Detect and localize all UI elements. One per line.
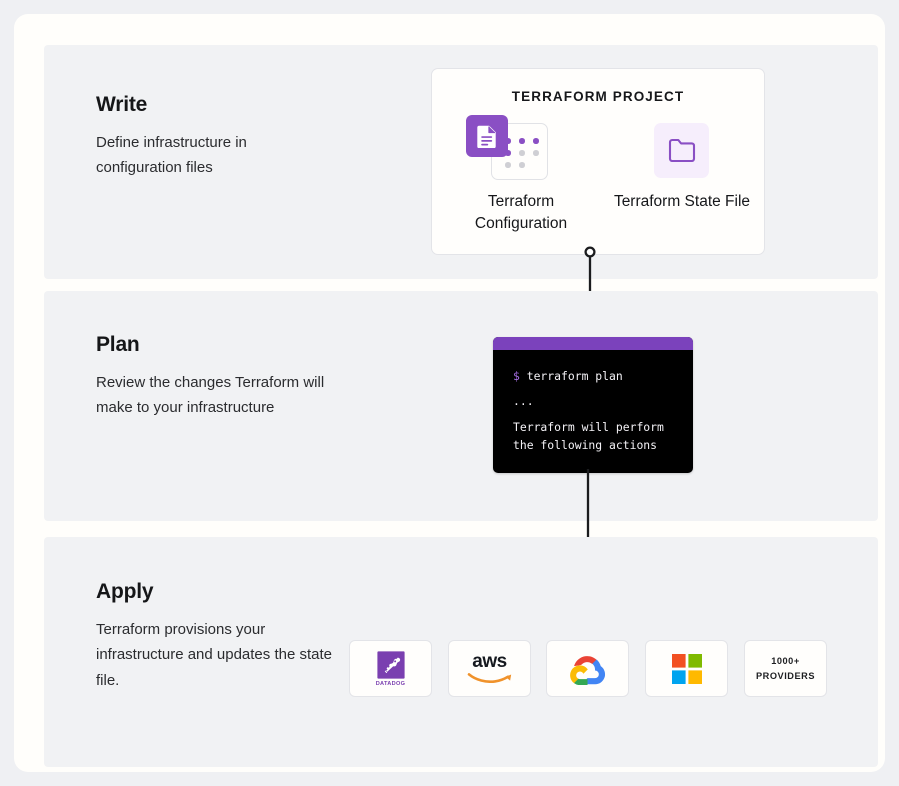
terraform-project-title: TERRAFORM PROJECT [511, 89, 685, 104]
provider-card-datadog: DATADOG [349, 640, 432, 697]
stage-title-plan: Plan [96, 333, 140, 356]
terminal-output: $ terraform plan ... Terraform will perf… [493, 350, 693, 455]
dot [533, 138, 539, 144]
microsoft-logo [671, 653, 702, 684]
terraform-state-file-item: Terraform State File [602, 115, 762, 213]
diagram-card: Write Define infrastructure in configura… [14, 14, 885, 772]
dot [505, 162, 511, 168]
more-providers-badge: 1000+ PROVIDERS [756, 654, 815, 683]
dot [519, 162, 525, 168]
dot [519, 150, 525, 156]
provider-card-microsoft [645, 640, 728, 697]
terraform-configuration-icon-group [441, 115, 601, 181]
google-cloud-logo [569, 655, 605, 685]
dot [519, 138, 525, 144]
datadog-logo: DATADOG [376, 650, 406, 687]
document-icon [466, 115, 508, 157]
provider-card-aws: aws [448, 640, 531, 697]
terminal-output-line-2: the following actions [513, 438, 658, 453]
stage-description-apply: Terraform provisions your infrastructure… [96, 621, 332, 689]
terminal-prompt-symbol: $ [513, 369, 520, 383]
terraform-configuration-label: Terraform Configuration [474, 193, 568, 232]
stage-description-write: Define infrastructure in configuration f… [96, 134, 247, 177]
provider-card-google-cloud [546, 640, 629, 697]
stage-panel-plan: Plan Review the changes Terraform will m… [44, 291, 878, 521]
provider-card-more-providers: 1000+ PROVIDERS [744, 640, 827, 697]
stage-text-plan: Plan Review the changes Terraform will m… [96, 333, 336, 421]
stage-text-apply: Apply Terraform provisions your infrastr… [96, 580, 336, 693]
terraform-state-file-label: Terraform State File [613, 193, 751, 210]
more-providers-label: PROVIDERS [755, 670, 816, 681]
terminal-window: $ terraform plan ... Terraform will perf… [493, 337, 693, 473]
terraform-project-card: TERRAFORM PROJECT [431, 68, 765, 255]
terminal-title-bar [493, 337, 693, 350]
dot [505, 150, 511, 156]
terminal-command: terraform plan [526, 369, 623, 383]
terminal-ellipsis: ... [513, 394, 534, 409]
stage-text-write: Write Define infrastructure in configura… [96, 93, 336, 181]
stage-title-apply: Apply [96, 580, 154, 603]
aws-logo: aws [467, 650, 513, 684]
terminal-output-line-1: Terraform will perform [513, 419, 664, 434]
terraform-configuration-item: Terraform Configuration [441, 115, 601, 235]
dot [533, 150, 539, 156]
more-providers-count: 1000+ [771, 656, 800, 667]
folder-icon [654, 123, 709, 178]
terraform-state-file-icon-group [602, 115, 762, 181]
dot-grid-icon [505, 138, 539, 168]
stage-title-write: Write [96, 93, 148, 116]
aws-wordmark: aws [472, 650, 507, 672]
aws-smile-icon [467, 673, 511, 684]
stage-description-plan: Review the changes Terraform will make t… [96, 374, 325, 417]
datadog-wordmark: DATADOG [375, 681, 406, 687]
